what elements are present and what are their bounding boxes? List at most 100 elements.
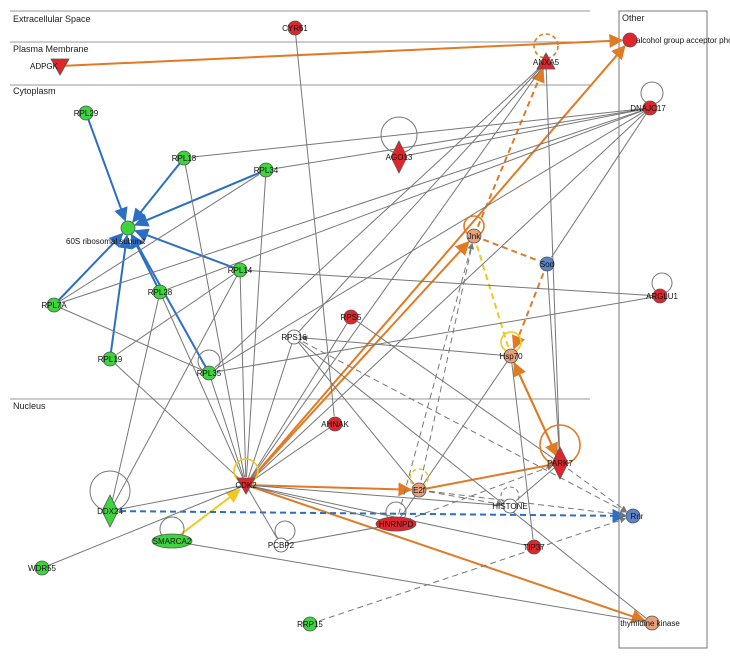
edge-rpl14-arglu1 — [239, 269, 653, 297]
node-label-cyr61: CYR61 — [282, 24, 308, 33]
node-label-rnr: Rnr — [631, 512, 644, 521]
node-rpl14[interactable]: RPL14 — [228, 262, 253, 278]
node-label-pcbp2: PCBP2 — [268, 541, 295, 550]
node-shape-smarca2 — [151, 533, 193, 549]
node-label-jnk: Jnk — [468, 232, 481, 241]
node-shape-hnrnpd — [375, 516, 417, 532]
node-shape-agt — [622, 32, 638, 48]
node-shape-cdk2 — [236, 477, 256, 495]
node-hsp70[interactable]: Hsp70 — [499, 348, 523, 364]
node-cdk2[interactable]: CDK2 — [235, 477, 257, 495]
node-cyr61[interactable]: CYR61 — [282, 20, 308, 36]
node-ddx24[interactable]: DDX24 — [97, 494, 123, 528]
node-shape-sod — [539, 256, 555, 272]
node-rrp15[interactable]: RRP15 — [297, 616, 323, 632]
edge-arglu1-rpl35 — [216, 295, 661, 373]
edge-cyr61-ahnak — [294, 27, 335, 417]
node-rps5[interactable]: RPS5 — [341, 309, 362, 325]
edge-rps5-park7 — [350, 316, 554, 459]
edge-dnajc17-cdk2 — [251, 107, 651, 480]
edge-dnajc17-ago13 — [406, 107, 651, 156]
node-label-ago13: AGO13 — [386, 153, 413, 162]
node-shape-rps5 — [343, 309, 359, 325]
node-label-rpl18: RPL18 — [172, 154, 197, 163]
compartment-labels: Extracellular Space Plasma Membrane Cyto… — [13, 13, 645, 411]
edge-rpl28-cdk2 — [159, 291, 244, 478]
node-shape-ahnak — [327, 416, 343, 432]
edge-rpl14-rpl19 — [116, 269, 241, 355]
edge-rpl34-60s — [134, 169, 267, 227]
node-60s[interactable]: 60S ribosomal subunit — [66, 220, 146, 246]
node-label-rrp15: RRP15 — [297, 620, 323, 629]
node-rpl34[interactable]: RPL34 — [254, 162, 279, 178]
node-label-rpl35: RPL35 — [197, 369, 222, 378]
node-histone[interactable]: HISTONE — [492, 498, 528, 514]
edge-rpl7a-rpl34 — [53, 173, 260, 306]
edge-park7-hsp70 — [513, 362, 561, 464]
node-smarca2[interactable]: SMARCA2 — [151, 533, 193, 549]
node-anxa5[interactable]: ANXA5 — [533, 52, 560, 70]
node-shape-adpgk — [50, 58, 70, 76]
edge-cdk2-jnk — [245, 240, 470, 486]
edge-cdk2-tk — [245, 484, 646, 623]
node-label-park7: PARK7 — [547, 459, 573, 468]
compartment-dividers — [10, 10, 708, 649]
edge-rpl14-60s — [134, 228, 241, 271]
node-shape-hsp70 — [503, 348, 519, 364]
edge-dnajc17-rpl34 — [273, 107, 651, 170]
edge-rps16-cdk2 — [247, 336, 295, 478]
edge-rpl7a-rpl35 — [53, 304, 202, 371]
node-shape-arglu1 — [652, 288, 668, 304]
edge-hsp70-tip37 — [510, 355, 534, 540]
edge-e2f-histone — [418, 489, 503, 507]
node-arglu1[interactable]: ARGLU1 — [646, 288, 679, 304]
node-label-wdr55: WDR55 — [28, 564, 57, 573]
node-label-hnrnpd: HNRNPD — [379, 520, 413, 529]
node-label-dnajc17: DNAJC17 — [630, 104, 666, 113]
node-e2f[interactable]: E2f — [411, 482, 427, 498]
other-compartment-box — [618, 10, 708, 649]
node-label-cdk2: CDK2 — [235, 481, 257, 490]
node-shape-dnajc17 — [642, 100, 658, 116]
edge-anxa5-cdk2 — [250, 61, 547, 479]
node-ahnak[interactable]: AHNAK — [321, 416, 349, 432]
compartment-label-nucleus: Nucleus — [13, 401, 46, 411]
edge-ahnak-cdk2 — [252, 423, 336, 481]
node-label-smarca2: SMARCA2 — [153, 537, 192, 546]
node-tip37[interactable]: TIP37 — [523, 539, 545, 555]
node-shape-rpl18 — [176, 150, 192, 166]
node-agt[interactable]: alcohol group acceptor phosphotransferas… — [622, 32, 730, 48]
node-shape-rpl35 — [201, 365, 217, 381]
node-label-e2f: E2f — [413, 486, 426, 495]
node-pcbp2[interactable]: PCBP2 — [268, 537, 295, 553]
node-rpl18[interactable]: RPL18 — [172, 150, 197, 166]
node-label-anxa5: ANXA5 — [533, 58, 560, 67]
node-rps16[interactable]: RPS16 — [281, 329, 307, 345]
node-wdr55[interactable]: WDR55 — [28, 560, 57, 576]
node-ago13[interactable]: AGO13 — [386, 140, 413, 174]
node-label-hsp70: Hsp70 — [499, 352, 523, 361]
node-label-60s: 60S ribosomal subunit — [66, 237, 146, 246]
node-sod[interactable]: Sod — [539, 256, 555, 272]
node-rpl7a[interactable]: RPL7A — [41, 297, 67, 313]
node-label-histone: HISTONE — [492, 502, 527, 511]
node-rpl35[interactable]: RPL35 — [197, 365, 222, 381]
node-jnk[interactable]: Jnk — [466, 228, 482, 244]
node-adpgk[interactable]: ADPGK — [30, 58, 70, 76]
edge-rpl35-cdk2 — [208, 372, 244, 478]
edge-park7-rnr — [559, 462, 628, 512]
node-tk[interactable]: thymidine kinase — [620, 615, 680, 631]
edge-jnk-sod — [473, 235, 540, 263]
node-rnr[interactable]: Rnr — [625, 508, 644, 524]
node-label-rpl7a: RPL7A — [41, 301, 67, 310]
node-rpl28[interactable]: RPL28 — [148, 284, 173, 300]
edge-dnajc17-rpl28 — [167, 107, 651, 290]
node-hnrnpd[interactable]: HNRNPD — [375, 516, 417, 532]
node-dnajc17[interactable]: DNAJC17 — [630, 100, 666, 116]
node-shape-rrp15 — [302, 616, 318, 632]
compartment-label-plasma-membrane: Plasma Membrane — [13, 44, 89, 54]
node-rpl29[interactable]: RPL29 — [74, 105, 99, 121]
node-shape-pcbp2 — [273, 537, 289, 553]
node-rpl19[interactable]: RPL19 — [98, 351, 123, 367]
node-park7[interactable]: PARK7 — [547, 446, 573, 480]
